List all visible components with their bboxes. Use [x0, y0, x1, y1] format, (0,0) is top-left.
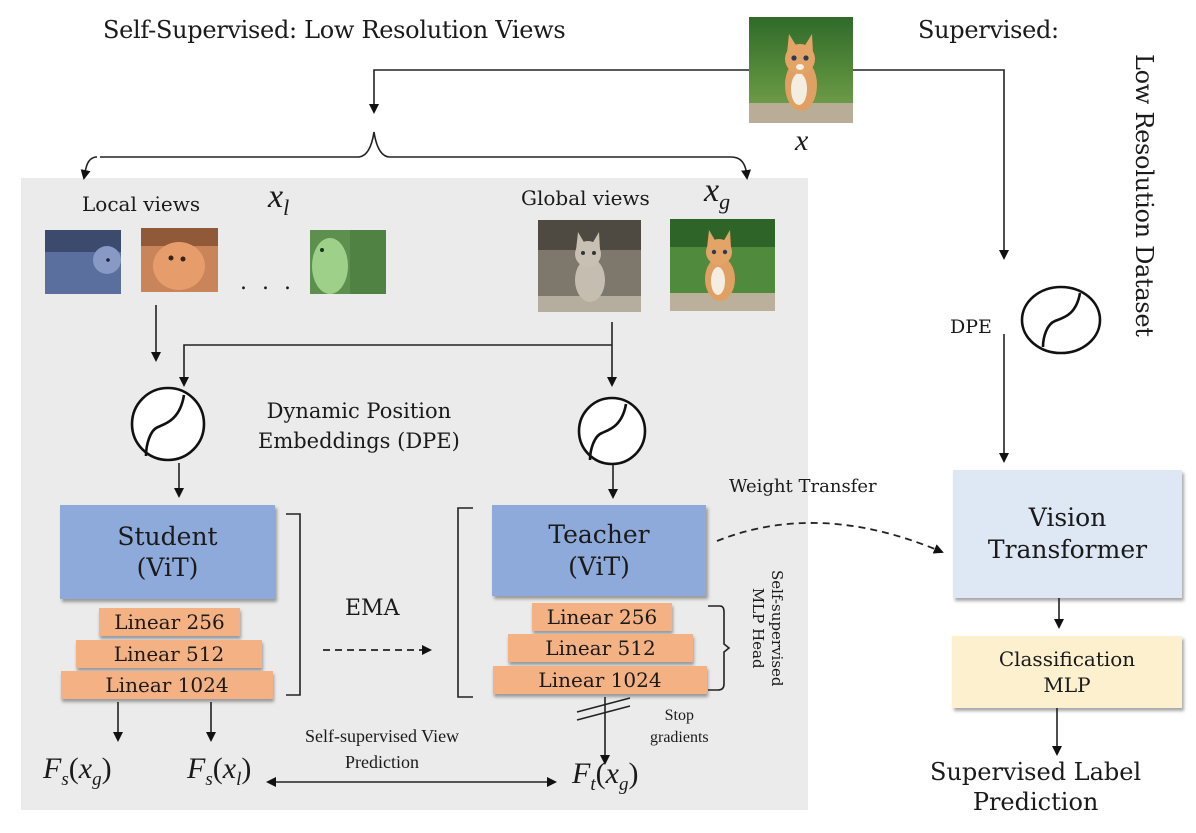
- teacher-title: Teacher: [548, 520, 650, 550]
- mlp-head-brace: [708, 605, 731, 691]
- local-views-label: Local views: [82, 192, 201, 216]
- teacher-linear-256: Linear 256: [532, 603, 672, 631]
- fs-xl-sub: s: [205, 769, 213, 790]
- fs-xg-sub: s: [61, 769, 69, 790]
- student-title: Student: [117, 521, 218, 551]
- teacher-bracket: [457, 507, 473, 698]
- output-ft-xg: Ft(xg): [572, 757, 639, 795]
- output-fs-xl: Fs(xl): [187, 752, 252, 790]
- dpe-description: Dynamic Position Embeddings (DPE): [258, 396, 460, 456]
- local-symbol-base: x: [268, 178, 284, 215]
- ft-xg-sub: t: [590, 774, 596, 795]
- input-symbol: x: [795, 124, 809, 157]
- result-line2: Prediction: [972, 788, 1099, 816]
- classification-mlp-box: Classification MLP: [952, 636, 1182, 708]
- ema-label: EMA: [345, 596, 400, 621]
- global-view-grayscale: [538, 220, 641, 312]
- fs-xg-x: x: [78, 752, 93, 785]
- teacher-vit-box: Teacher (ViT): [492, 505, 706, 596]
- stop-gradient-mark2: [576, 705, 631, 721]
- student-linear-512: Linear 512: [76, 640, 262, 668]
- global-symbol-subscript: g: [719, 188, 731, 214]
- local-view-orange: [141, 228, 218, 292]
- self-supervised-title: Self-Supervised: Low Resolution Views: [103, 16, 566, 44]
- stop-gradients-line2: gradients: [650, 729, 709, 746]
- ft-xg-f: F: [572, 757, 591, 790]
- cls-line1: Classification: [998, 647, 1136, 671]
- global-views-symbol: xg: [704, 172, 730, 215]
- fs-xg-xsub: g: [92, 769, 102, 790]
- student-bracket: [286, 513, 301, 696]
- vt-line1: Vision: [1028, 502, 1107, 532]
- local-symbol-subscript: l: [283, 194, 290, 220]
- weight-transfer-label: Weight Transfer: [729, 476, 877, 497]
- teacher-linear-1024: Linear 1024: [493, 666, 707, 694]
- student-dpe-icon: [130, 386, 206, 462]
- fs-xg-f: F: [43, 752, 62, 785]
- local-view-green: [310, 230, 386, 294]
- teacher-subtitle: (ViT): [568, 551, 630, 581]
- weight-transfer-arrow: [716, 522, 944, 554]
- local-view-blue: [45, 230, 121, 294]
- view-prediction-line1: Self-supervised View: [305, 726, 460, 746]
- fs-xl-f: F: [187, 752, 206, 785]
- student-vit-box: Student (ViT): [60, 505, 275, 599]
- global-symbol-base: x: [704, 172, 720, 209]
- input-image: [749, 17, 853, 123]
- global-view-color: [670, 219, 775, 311]
- curly-brace: [85, 131, 747, 171]
- output-fs-xg: Fs(xg): [43, 752, 112, 790]
- local-views-ellipsis: . . .: [240, 270, 295, 295]
- arrow-image-to-brace: [369, 69, 749, 114]
- student-linear-256: Linear 256: [99, 608, 240, 636]
- cls-line2: MLP: [1043, 673, 1091, 697]
- supervised-dpe-label: DPE: [950, 316, 992, 338]
- stop-gradients-line1: Stop: [664, 707, 694, 724]
- dpe-description-line1: Dynamic Position: [266, 399, 452, 423]
- view-prediction-line2: Prediction: [345, 752, 420, 772]
- arrow-global-to-student-dpe: [179, 344, 612, 387]
- global-views-label: Global views: [521, 186, 650, 210]
- stop-gradients-label: Stop gradients: [650, 705, 709, 749]
- vt-line2: Transformer: [987, 535, 1148, 564]
- ft-xg-x: x: [605, 757, 619, 790]
- fs-xl-x: x: [222, 752, 237, 785]
- view-prediction-label: Self-supervised View Prediction: [305, 723, 459, 775]
- arrow-image-to-supervised: [853, 69, 1009, 260]
- ft-xg-xsub: g: [618, 774, 629, 795]
- student-subtitle: (ViT): [136, 553, 199, 582]
- supervised-label-prediction: Supervised Label Prediction: [930, 757, 1141, 817]
- local-views-symbol: xl: [268, 178, 289, 221]
- supervised-dpe-icon: [1020, 285, 1102, 355]
- fs-xl-xsub: l: [236, 769, 242, 790]
- vision-transformer-box: Vision Transformer: [953, 470, 1182, 598]
- stop-gradient-mark1: [576, 697, 631, 713]
- student-linear-1024: Linear 1024: [61, 671, 273, 699]
- dpe-description-line2: Embeddings (DPE): [258, 429, 460, 453]
- teacher-dpe-icon: [577, 396, 647, 466]
- teacher-linear-512: Linear 512: [508, 634, 693, 662]
- supervised-title: Supervised:: [918, 16, 1059, 44]
- result-line1: Supervised Label: [930, 758, 1142, 786]
